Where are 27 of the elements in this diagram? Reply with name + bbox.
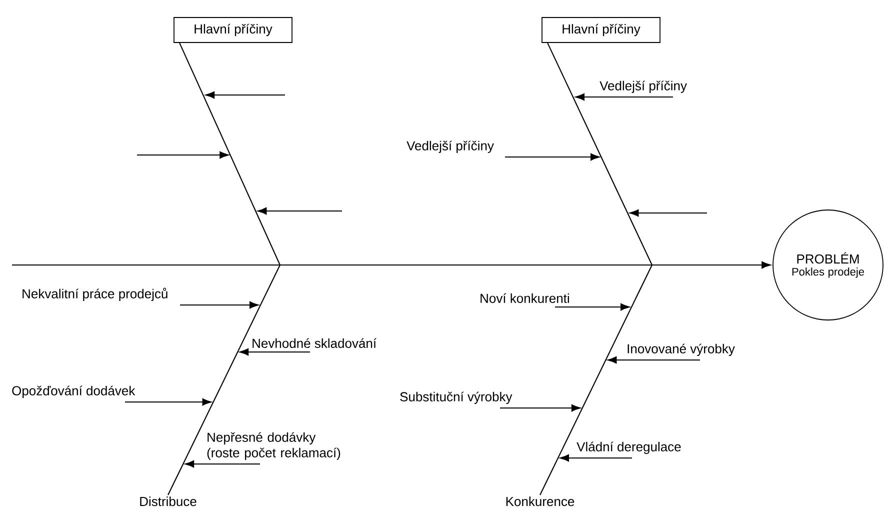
cause-label: Substituční výrobky — [400, 392, 512, 404]
cause-label: Nekvalitní práce prodejců — [22, 288, 168, 301]
cause-arrow — [505, 153, 600, 161]
fishbone-line — [540, 42, 653, 496]
cause-arrow — [180, 301, 259, 309]
cause-category-box: Hlavní příčiny — [542, 17, 660, 43]
cause-label: Vládní deregulace — [576, 442, 681, 454]
cause-label: Vedlejší příčiny — [600, 80, 687, 93]
cause-label: Nevhodné skladování — [252, 338, 376, 348]
cause-arrow — [125, 398, 212, 406]
cause-arrow — [560, 454, 632, 462]
cause-label: Opožďování dodávek — [12, 386, 136, 398]
cause-arrow — [184, 460, 260, 468]
cause-arrow — [239, 348, 310, 356]
cause-label: Vedlejší příčiny — [406, 140, 494, 153]
spine-arrow — [12, 261, 771, 269]
cause-label: Inovované výrobky — [628, 344, 735, 356]
fishbone-line — [168, 42, 281, 496]
cause-label: Noví konkurenti — [480, 293, 569, 303]
cause-label: Nepřesné dodávky (roste počet reklamací) — [207, 432, 340, 460]
cause-arrow — [608, 356, 700, 364]
cause-category-box: Hlavní příčiny — [174, 17, 292, 43]
cause-arrow — [500, 404, 581, 412]
cause-arrow — [555, 303, 630, 311]
category-label: Konkurence — [506, 496, 574, 506]
category-label: Distribuce — [140, 496, 196, 506]
cause-arrow — [575, 93, 673, 101]
